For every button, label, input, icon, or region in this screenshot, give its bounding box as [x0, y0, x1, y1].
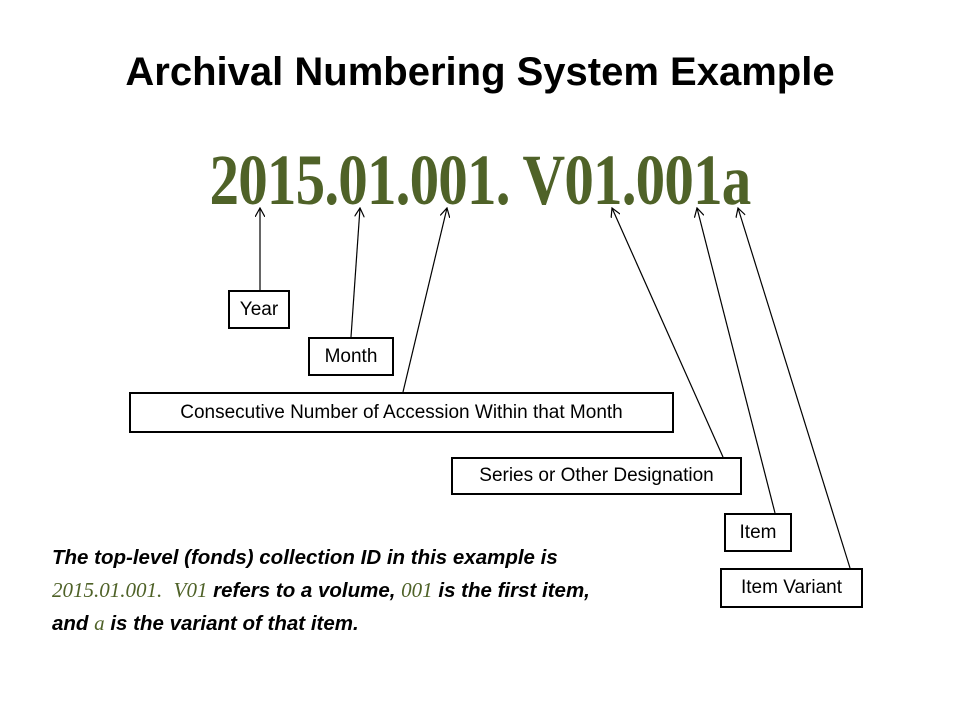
note-volume: V01 [173, 578, 208, 602]
arrow-consecutive [402, 208, 447, 393]
slide-title: Archival Numbering System Example [125, 50, 835, 94]
label-month: Month [308, 337, 394, 376]
note-collection-id: 2015.01.001. [52, 578, 163, 602]
note-space [162, 579, 173, 602]
arrow-month [350, 208, 360, 338]
note-text: is the first item, and [52, 579, 590, 635]
label-consecutive: Consecutive Number of Accession Within t… [129, 392, 674, 433]
note-variant: a [94, 611, 105, 635]
note-text: The top-level (fonds) collection ID in t… [52, 546, 558, 569]
label-year: Year [228, 290, 290, 329]
label-series: Series or Other Designation [451, 457, 742, 495]
label-item-variant: Item Variant [720, 568, 863, 608]
explanation-text: The top-level (fonds) collection ID in t… [52, 542, 592, 640]
note-text: refers to a volume, [207, 579, 402, 602]
arrow-series [612, 208, 724, 458]
note-text: is the variant of that item. [104, 612, 359, 635]
note-item: 001 [401, 578, 433, 602]
arrow-item [697, 208, 776, 514]
label-item: Item [724, 513, 792, 552]
arrow-variant [738, 208, 851, 569]
example-number: 2015.01.001. V01.001a [209, 140, 752, 220]
